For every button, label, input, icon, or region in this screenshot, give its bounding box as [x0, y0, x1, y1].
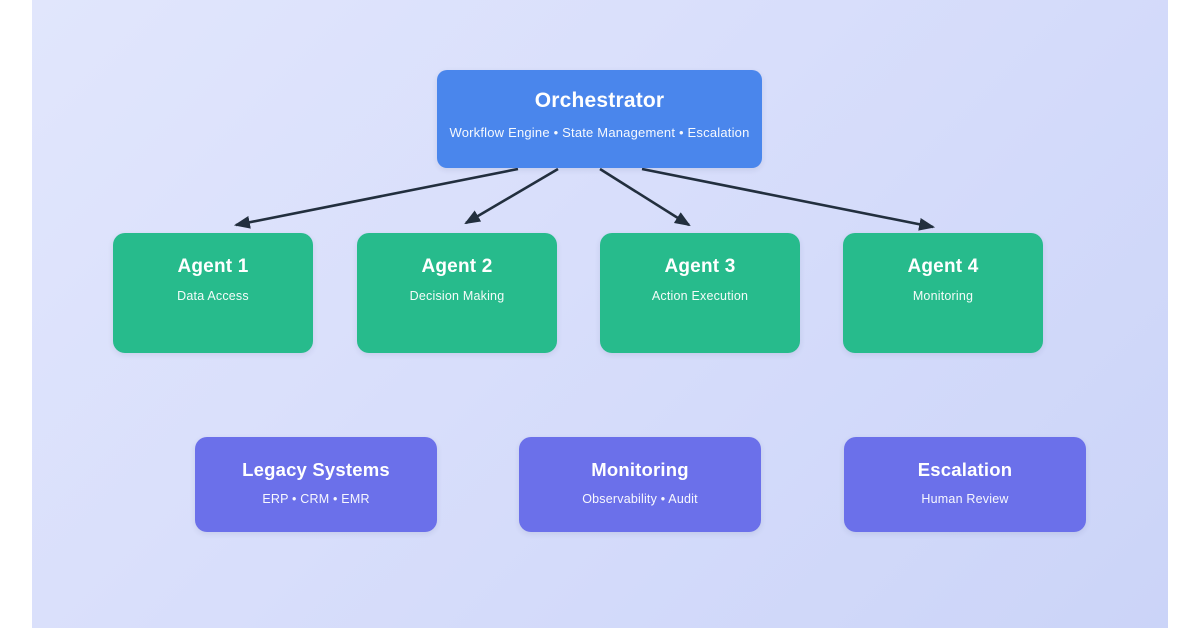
node-agent-1: Agent 1 Data Access [113, 233, 313, 353]
node-agent-2: Agent 2 Decision Making [357, 233, 557, 353]
legacy-systems-title: Legacy Systems [242, 459, 390, 480]
node-legacy-systems: Legacy Systems ERP • CRM • EMR [195, 437, 437, 532]
escalation-title: Escalation [917, 459, 1013, 480]
node-agent-3: Agent 3 Action Execution [600, 233, 800, 353]
node-agent-4: Agent 4 Monitoring [843, 233, 1043, 353]
monitoring-subtitle: Observability • Audit [582, 492, 698, 506]
agent-3-subtitle: Action Execution [651, 289, 749, 303]
orchestrator-title: Orchestrator [534, 89, 665, 112]
agent-2-subtitle: Decision Making [409, 289, 505, 303]
node-escalation: Escalation Human Review [844, 437, 1086, 532]
agent-4-title: Agent 4 [907, 256, 979, 277]
legacy-systems-subtitle: ERP • CRM • EMR [262, 492, 370, 506]
node-orchestrator: Orchestrator Workflow Engine • State Man… [437, 70, 762, 168]
escalation-subtitle: Human Review [921, 492, 1009, 506]
node-monitoring: Monitoring Observability • Audit [519, 437, 761, 532]
agent-2-title: Agent 2 [421, 256, 493, 277]
agent-4-subtitle: Monitoring [912, 289, 974, 303]
agent-1-title: Agent 1 [177, 256, 249, 277]
agent-3-title: Agent 3 [664, 256, 736, 277]
monitoring-title: Monitoring [591, 459, 689, 480]
agent-1-subtitle: Data Access [177, 289, 249, 303]
orchestrator-subtitle: Workflow Engine • State Management • Esc… [449, 125, 750, 140]
